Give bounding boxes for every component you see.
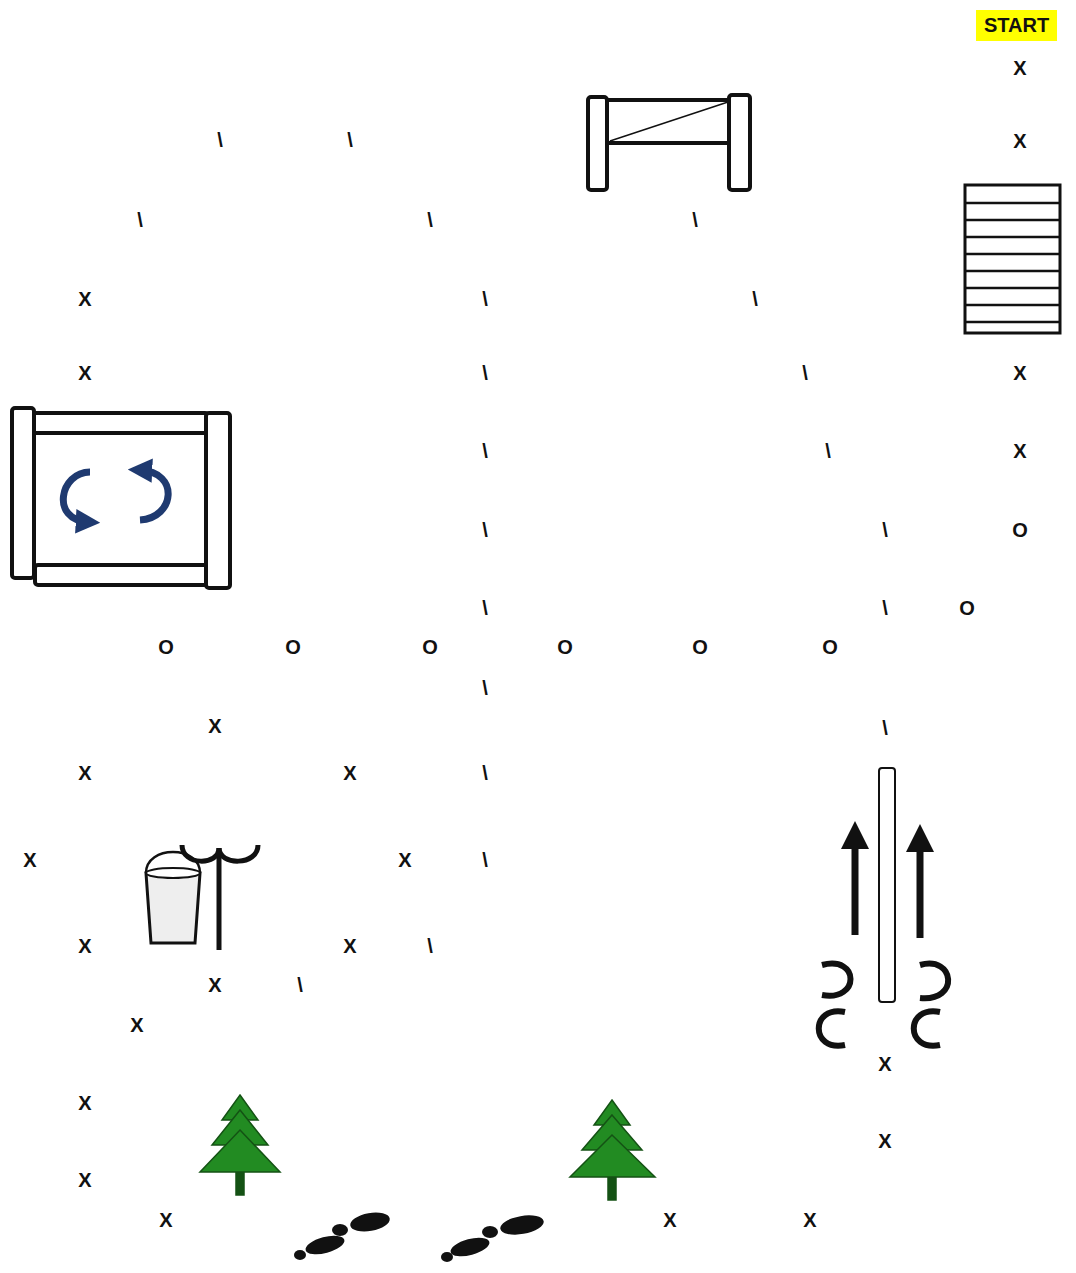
course-marker: O — [959, 598, 975, 618]
course-marker: \ — [482, 763, 488, 783]
course-marker: O — [822, 637, 838, 657]
footprint-symbol — [294, 1210, 545, 1262]
course-marker: X — [78, 936, 91, 956]
course-marker: \ — [802, 363, 808, 383]
course-marker: \ — [427, 936, 433, 956]
course-marker: O — [692, 637, 708, 657]
course-marker: X — [78, 1093, 91, 1113]
turn-box-symbol — [12, 408, 230, 588]
course-marker: \ — [482, 363, 488, 383]
course-marker: X — [343, 763, 356, 783]
course-marker: \ — [427, 210, 433, 230]
course-marker: X — [1013, 131, 1026, 151]
course-marker: \ — [137, 210, 143, 230]
course-marker: O — [285, 637, 301, 657]
course-marker: \ — [882, 520, 888, 540]
pole-symbol — [819, 768, 948, 1046]
course-marker: X — [878, 1054, 891, 1074]
course-marker: \ — [297, 975, 303, 995]
course-marker: \ — [482, 678, 488, 698]
course-marker: X — [663, 1210, 676, 1230]
course-marker: \ — [882, 718, 888, 738]
course-marker: \ — [482, 441, 488, 461]
course-marker: O — [422, 637, 438, 657]
course-marker: \ — [752, 289, 758, 309]
course-marker: X — [23, 850, 36, 870]
course-marker: \ — [482, 850, 488, 870]
start-label: START — [984, 14, 1049, 36]
course-marker: X — [1013, 58, 1026, 78]
bucket-stand-symbol — [146, 845, 258, 950]
course-marker: X — [78, 763, 91, 783]
course-marker: \ — [692, 210, 698, 230]
course-marker: X — [159, 1210, 172, 1230]
gate-symbol — [588, 95, 750, 190]
course-marker: X — [803, 1210, 816, 1230]
course-marker: \ — [882, 598, 888, 618]
course-marker: O — [158, 637, 174, 657]
course-marker: X — [398, 850, 411, 870]
tree-symbol — [200, 1095, 655, 1200]
course-marker: \ — [347, 130, 353, 150]
course-marker: \ — [217, 130, 223, 150]
course-marker: X — [208, 975, 221, 995]
course-marker: \ — [482, 520, 488, 540]
course-marker: \ — [482, 598, 488, 618]
course-marker: X — [878, 1131, 891, 1151]
course-marker: \ — [482, 289, 488, 309]
course-marker: X — [130, 1015, 143, 1035]
course-marker: X — [1013, 441, 1026, 461]
course-marker: X — [208, 716, 221, 736]
start-box: START — [976, 10, 1057, 41]
course-marker: X — [343, 936, 356, 956]
course-marker: \ — [825, 441, 831, 461]
course-marker: X — [78, 1170, 91, 1190]
ladder-symbol — [965, 185, 1060, 333]
course-marker: X — [78, 363, 91, 383]
course-marker: O — [557, 637, 573, 657]
course-marker: O — [1012, 520, 1028, 540]
course-marker: X — [1013, 363, 1026, 383]
course-marker: X — [78, 289, 91, 309]
